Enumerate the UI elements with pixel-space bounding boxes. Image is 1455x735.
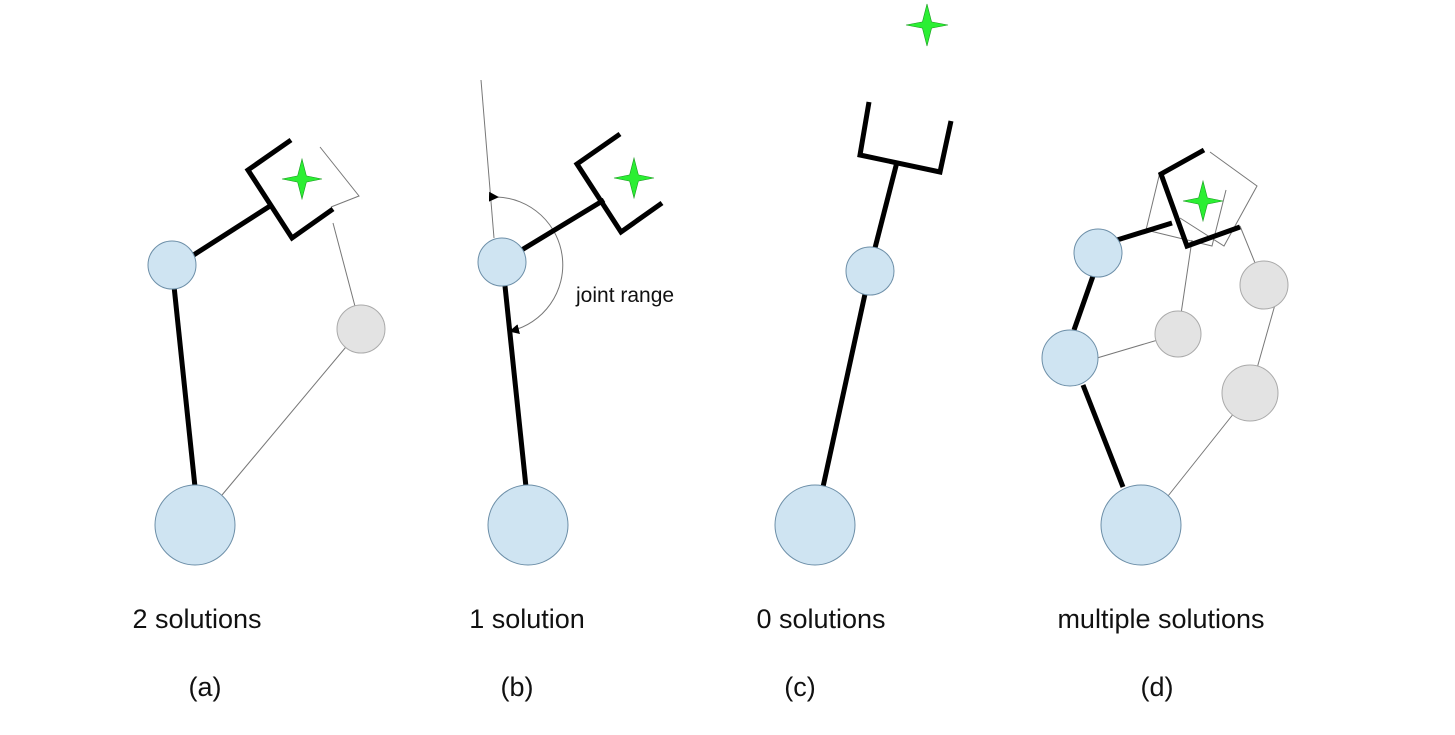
arm-c bbox=[774, 3, 954, 566]
label-c: (c) bbox=[784, 672, 815, 702]
label-a: (a) bbox=[189, 672, 222, 702]
caption-a: 2 solutions bbox=[132, 604, 261, 634]
target-star-a bbox=[281, 157, 323, 201]
elbow-joint-a bbox=[147, 240, 197, 290]
base-joint-d bbox=[1100, 484, 1182, 566]
ghost-joint-a bbox=[336, 304, 386, 354]
ghost-arm-a bbox=[221, 146, 386, 496]
arm-d bbox=[1041, 147, 1241, 566]
panel-d: multiple solutions (d) bbox=[1041, 147, 1289, 702]
ghost-joint-d1 bbox=[1154, 310, 1202, 358]
middle-joint-d bbox=[1041, 329, 1099, 387]
arm-b bbox=[477, 131, 664, 566]
caption-d: multiple solutions bbox=[1057, 604, 1264, 634]
gripper-a bbox=[244, 137, 335, 242]
joint-limit-line-b bbox=[480, 79, 495, 239]
gripper-d bbox=[1157, 147, 1241, 250]
ghost-joint-d2 bbox=[1239, 260, 1289, 310]
caption-b: 1 solution bbox=[469, 604, 585, 634]
arm-a bbox=[147, 137, 335, 566]
elbow-joint-d bbox=[1073, 228, 1123, 278]
ghost-joint-d3 bbox=[1221, 364, 1279, 422]
label-b: (b) bbox=[501, 672, 534, 702]
panel-c: 0 solutions (c) bbox=[756, 3, 954, 702]
ghost-arms-d bbox=[1096, 151, 1289, 497]
target-star-b bbox=[613, 156, 655, 200]
target-star-c bbox=[905, 3, 949, 47]
target-star-d bbox=[1182, 179, 1224, 223]
elbow-joint-b bbox=[477, 237, 527, 287]
base-joint-b bbox=[487, 484, 569, 566]
base-joint-c bbox=[774, 484, 856, 566]
panel-b: joint range 1 solution (b) bbox=[469, 79, 674, 702]
label-d: (d) bbox=[1141, 672, 1174, 702]
joint-range-arc-b bbox=[488, 191, 564, 334]
gripper-c bbox=[857, 101, 954, 175]
caption-c: 0 solutions bbox=[756, 604, 885, 634]
elbow-joint-c bbox=[845, 246, 895, 296]
base-joint-a bbox=[154, 484, 236, 566]
joint-range-label: joint range bbox=[575, 284, 674, 307]
panel-a: 2 solutions (a) bbox=[132, 137, 386, 702]
gripper-b bbox=[573, 131, 664, 236]
